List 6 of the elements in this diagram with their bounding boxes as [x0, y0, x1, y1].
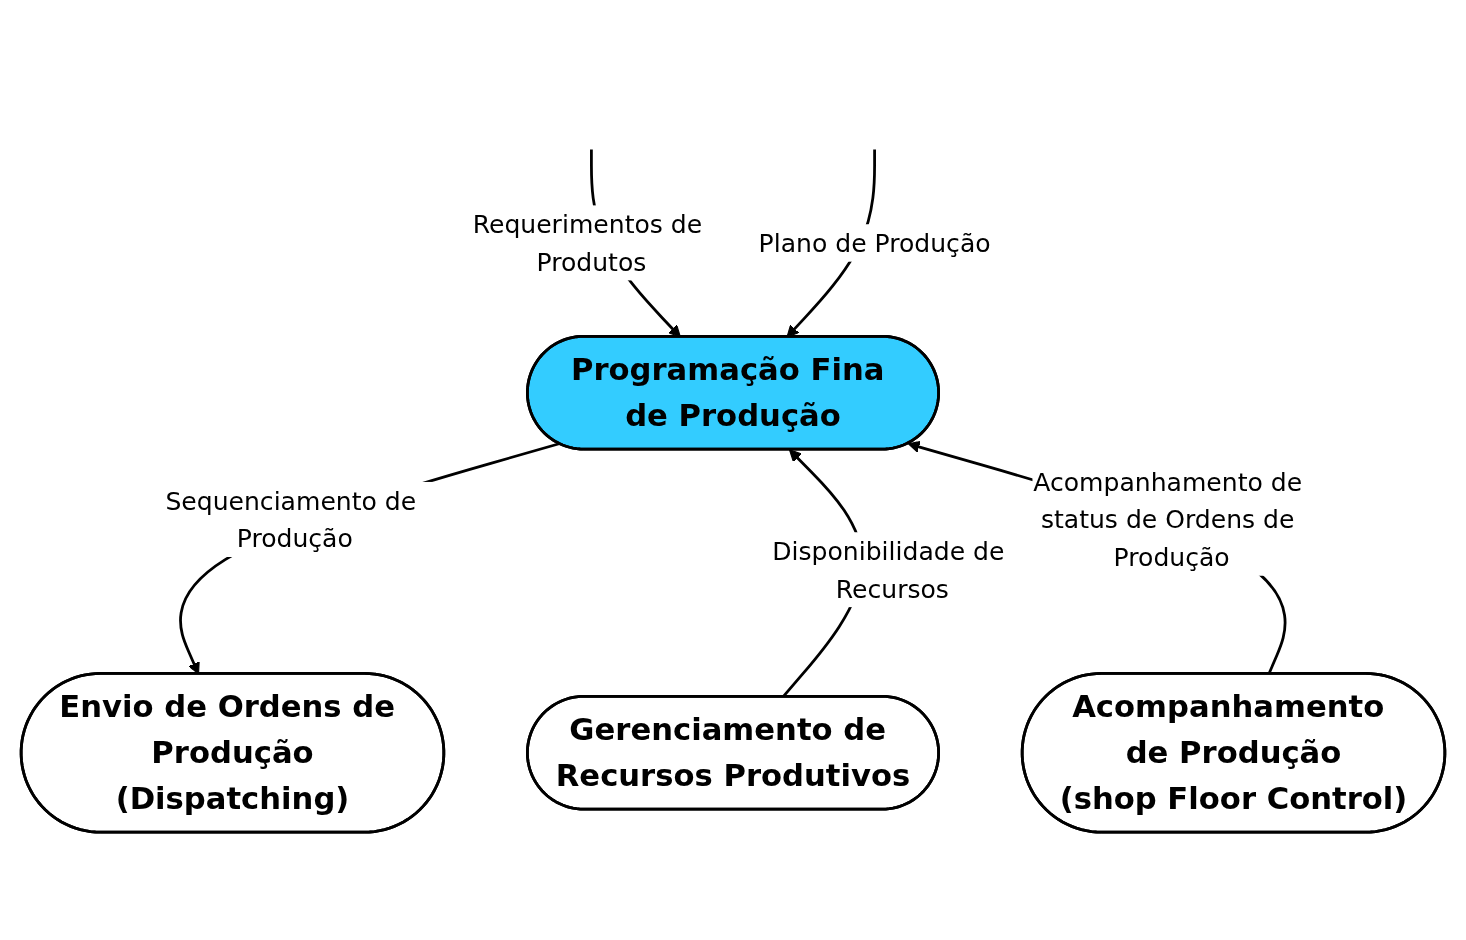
edge-label: Sequenciamento de Produção	[165, 486, 417, 553]
edge-label: Plano de Produção	[758, 228, 991, 258]
flowchart: Requerimentos de Produtos Plano de Produção Disponibilidade de Recursos Sequenciamento de Produção Acompanhamento de status de Ordens de Produção Programação Fina de Produção Gerenciamento de Recursos Produtivos Envio de Ordens de Produção (Dispatching) Acompanhamento de Produção (shop Floor Control)	[10, 10, 1456, 930]
edge-label: Disponibilidade de Recursos	[772, 536, 1005, 604]
edge-label: Requerimentos de Produtos	[472, 209, 703, 277]
edge-label: Acompanhamento de status de Ordens de Produção	[1033, 467, 1303, 572]
